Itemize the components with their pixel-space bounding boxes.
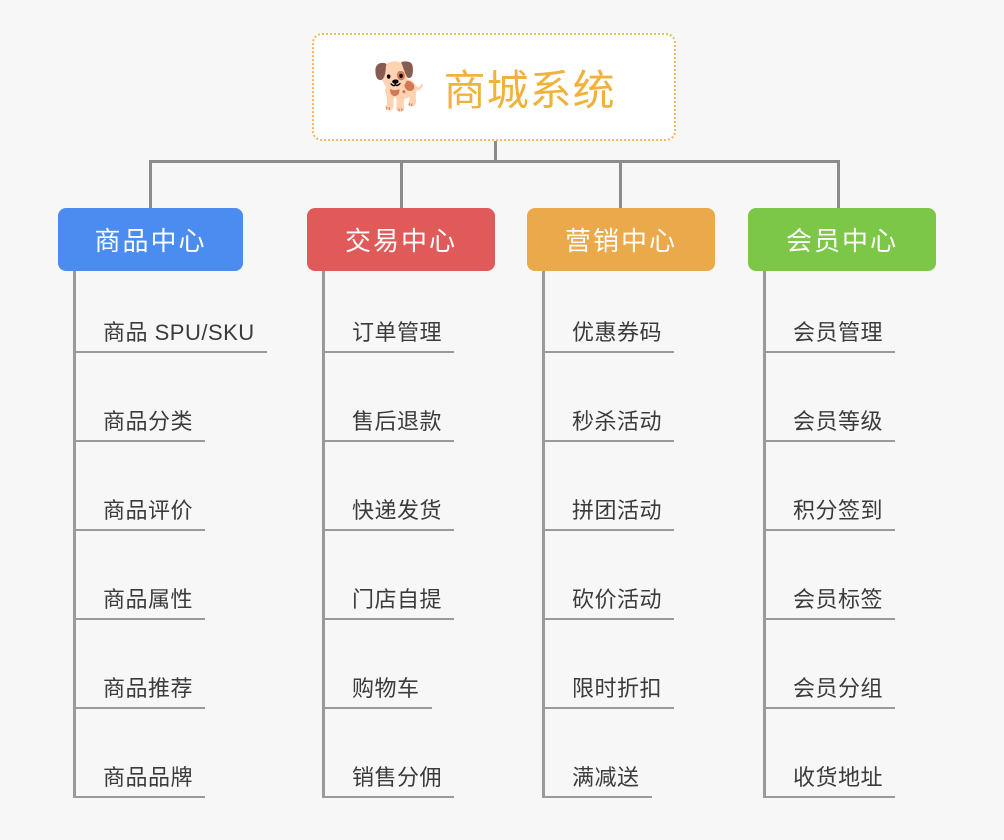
leaf-item-label: 拼团活动 xyxy=(572,498,663,523)
leaf-item-underline xyxy=(542,529,674,531)
leaf-item-underline xyxy=(763,707,895,709)
root-title: 商城系统 xyxy=(443,66,616,114)
leaf-item-underline xyxy=(73,796,205,798)
leaf-item-label: 秒杀活动 xyxy=(572,409,663,434)
branch-header-label: 交易中心 xyxy=(344,226,457,256)
leaf-item-label: 商品评价 xyxy=(103,498,194,523)
leaf-item-label: 优惠券码 xyxy=(572,320,663,345)
leaf-item-label: 会员分组 xyxy=(793,676,884,701)
leaf-item-underline xyxy=(763,351,895,353)
leaf-item-underline xyxy=(73,351,267,353)
leaf-item-label: 限时折扣 xyxy=(572,676,663,701)
connector-drop-3 xyxy=(619,160,622,208)
leaf-item-underline xyxy=(322,707,432,709)
branch-spine-1 xyxy=(73,271,76,798)
branch-header-label: 会员中心 xyxy=(785,226,898,256)
branch-spine-2 xyxy=(322,271,325,798)
connector-drop-2 xyxy=(400,160,403,208)
branch-header-4[interactable]: 会员中心 xyxy=(748,208,936,271)
leaf-item-underline xyxy=(73,440,205,442)
leaf-item-label: 商品品牌 xyxy=(103,765,194,790)
root-node[interactable]: 🐕 商城系统 xyxy=(312,33,676,141)
leaf-item-label: 购物车 xyxy=(352,676,420,701)
leaf-item-underline xyxy=(542,618,674,620)
leaf-item-underline xyxy=(542,707,674,709)
connector-horizontal-bus xyxy=(150,160,840,163)
connector-drop-1 xyxy=(149,160,152,208)
leaf-item-underline xyxy=(542,796,652,798)
leaf-item-label: 快递发货 xyxy=(352,498,443,523)
leaf-item-label: 砍价活动 xyxy=(572,587,663,612)
branch-header-label: 商品中心 xyxy=(94,226,207,256)
leaf-item-label: 会员等级 xyxy=(793,409,884,434)
connector-drop-4 xyxy=(837,160,840,208)
shiba-dog-icon: 🐕 xyxy=(372,60,430,112)
branch-header-3[interactable]: 营销中心 xyxy=(527,208,715,271)
branch-header-label: 营销中心 xyxy=(564,226,677,256)
leaf-item-underline xyxy=(763,529,895,531)
leaf-item-label: 收货地址 xyxy=(793,765,884,790)
branch-header-1[interactable]: 商品中心 xyxy=(58,208,243,271)
leaf-item-underline xyxy=(763,440,895,442)
leaf-item-label: 商品推荐 xyxy=(103,676,194,701)
leaf-item-underline xyxy=(763,796,895,798)
leaf-item-underline xyxy=(322,618,454,620)
branch-header-2[interactable]: 交易中心 xyxy=(307,208,495,271)
leaf-item-label: 商品属性 xyxy=(103,587,194,612)
leaf-item-underline xyxy=(322,440,454,442)
branch-spine-4 xyxy=(763,271,766,798)
leaf-item-label: 售后退款 xyxy=(352,409,443,434)
leaf-item-underline xyxy=(322,351,454,353)
leaf-item-label: 商品分类 xyxy=(103,409,194,434)
leaf-item-underline xyxy=(322,796,454,798)
leaf-item-label: 会员管理 xyxy=(793,320,884,345)
branch-spine-3 xyxy=(542,271,545,798)
leaf-item-label: 会员标签 xyxy=(793,587,884,612)
leaf-item-label: 门店自提 xyxy=(352,587,443,612)
leaf-item-label: 订单管理 xyxy=(352,320,443,345)
leaf-item-label: 满减送 xyxy=(572,765,640,790)
leaf-item-underline xyxy=(73,707,205,709)
leaf-item-underline xyxy=(73,618,205,620)
leaf-item-underline xyxy=(322,529,454,531)
leaf-item-label: 销售分佣 xyxy=(352,765,443,790)
connector-root-stem xyxy=(494,141,497,162)
leaf-item-label: 积分签到 xyxy=(793,498,884,523)
leaf-item-underline xyxy=(542,351,674,353)
leaf-item-underline xyxy=(73,529,205,531)
leaf-item-underline xyxy=(763,618,895,620)
leaf-item-label: 商品 SPU/SKU xyxy=(103,320,255,345)
leaf-item-underline xyxy=(542,440,674,442)
